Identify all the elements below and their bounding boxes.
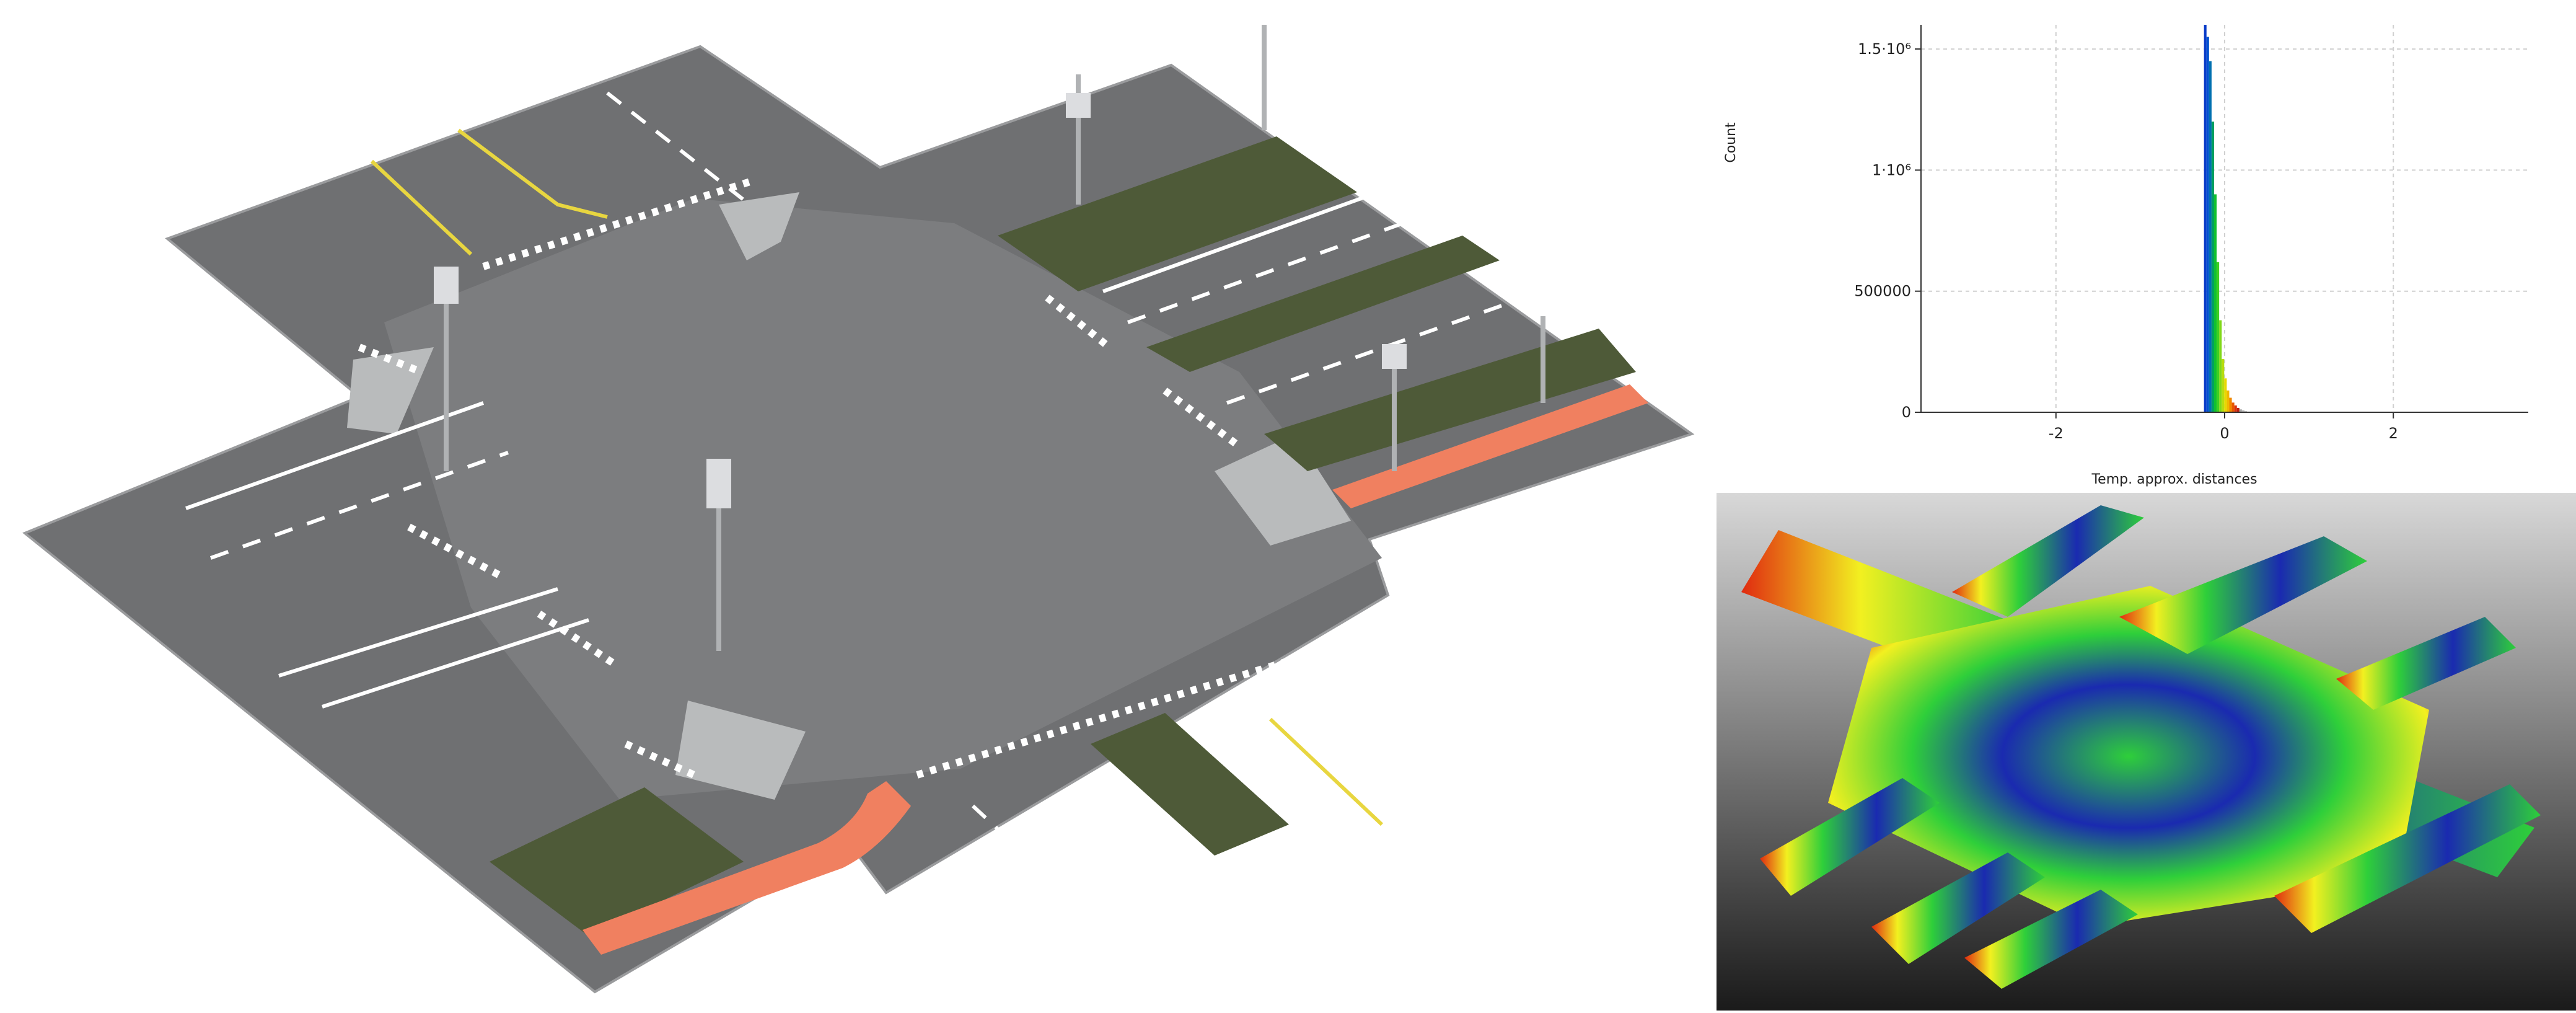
y-tick-label: 0 [1902,404,1911,421]
heatmap-arm-sw [1760,778,1940,896]
deviation-heatmap-icon [1717,493,2576,1011]
tick-labels: -2 0 2 0 500000 1·10⁶ 1.5·10⁶ [1854,40,2398,442]
histogram-bar [2209,61,2212,412]
x-tick-label: -2 [2049,425,2064,442]
histogram-bar [2206,37,2209,412]
grass-strip-ne [998,136,1357,291]
sidewalk-south [675,701,806,800]
grass-strip-se [1091,713,1289,856]
sign-boards [434,93,1407,508]
x-tick-label: 2 [2389,425,2398,442]
histogram-bar [2234,405,2237,412]
histogram-bar [2222,359,2225,412]
intersection-scene [22,25,1695,994]
y-tick-label: 1·10⁶ [1872,161,1911,179]
heatmap-arm-s [1871,852,2045,964]
histogram-bar [2213,194,2217,412]
heatmap-arm-e [2336,617,2516,710]
y-tick-label: 500000 [1854,283,1911,300]
sidewalk-east [1215,434,1351,546]
histogram-bar [2217,262,2220,412]
axes [1915,25,2528,418]
histogram-bar [2211,122,2214,412]
crosswalks [358,176,1383,779]
sidewalk-north [719,192,799,260]
histogram-bar [2204,25,2207,412]
histogram-bar [2219,320,2222,412]
y-tick-label: 1.5·10⁶ [1858,40,1911,58]
histogram-bar [2241,410,2244,412]
heatmap-arm-n [1952,505,2144,617]
lane-markings [185,91,1526,969]
bike-lane-east [1332,384,1648,508]
heatmap-arm-se [2274,784,2541,933]
bike-lane-south [582,781,911,955]
histogram-bar [2239,409,2242,412]
heatmap-arm-s2 [1964,890,2138,989]
heatmap-center [1828,586,2429,927]
deviation-heatmap [1717,493,2576,1011]
x-axis-label: Temp. approx. distances [2091,472,2257,487]
heatmap-arm-ne [2119,536,2367,654]
histogram-svg: -2 0 2 0 500000 1·10⁶ 1.5·10⁶ Temp. approx. di… [1723,25,2528,487]
grid-lines [1921,25,2528,413]
grass-strip-e [1146,236,1500,372]
histogram-bar [2227,390,2230,412]
x-tick-label: 0 [2220,425,2229,442]
histogram-bar [2231,402,2235,412]
grass-strip-sw [490,787,744,936]
histogram-bar [2229,397,2232,412]
intersection-3d-model-icon [22,25,1695,994]
histogram-chart: -2 0 2 0 500000 1·10⁶ 1.5·10⁶ Temp. approx. di… [1710,0,2576,490]
histogram-bars [2204,25,2248,412]
yellow-markings [370,128,1384,826]
central-plaza [384,198,1382,800]
histogram-bar [2236,407,2240,412]
y-axis-label: Count [1723,122,1739,163]
histogram-bar [2224,378,2227,412]
